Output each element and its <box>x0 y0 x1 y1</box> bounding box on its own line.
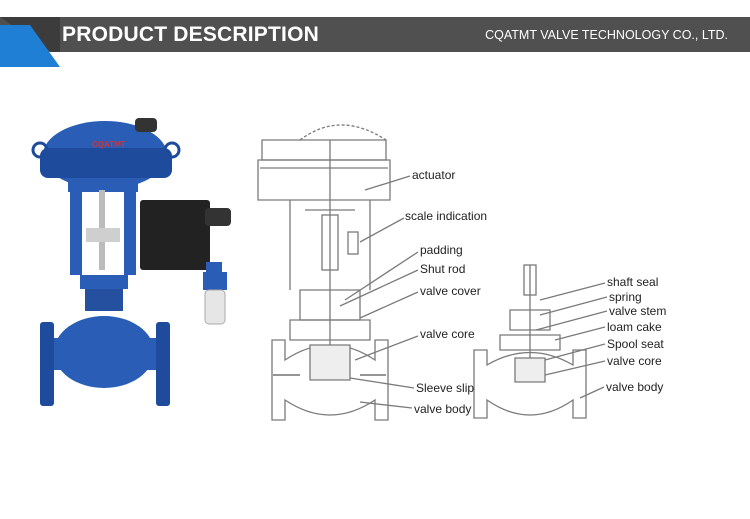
label-shaft-seal: shaft seal <box>607 275 659 289</box>
header-banner <box>0 17 750 52</box>
label-valve-stem: valve stem <box>609 304 667 318</box>
label-padding: padding <box>420 243 463 257</box>
label-spring: spring <box>609 290 642 304</box>
label-scale-indication: scale indication <box>405 209 488 223</box>
label-actuator: actuator <box>412 168 456 182</box>
company-name: CQATMT VALVE TECHNOLOGY CO., LTD. <box>485 28 728 42</box>
label-spool-seat: Spool seat <box>607 337 664 351</box>
label-valve-cover: valve cover <box>420 284 481 298</box>
label-valve-body: valve body <box>414 402 472 416</box>
label-valve-core-right: valve core <box>607 354 662 368</box>
label-sleeve-slip: Sleeve slip <box>416 381 475 395</box>
actuator-brand-text: CQATMT <box>92 140 126 149</box>
label-loam-cake: loam cake <box>607 320 662 334</box>
label-valve-core: valve core <box>420 327 475 341</box>
page-title: PRODUCT DESCRIPTION <box>62 23 319 46</box>
label-shut-rod: Shut rod <box>420 262 466 276</box>
label-valve-body-right: valve body <box>606 380 664 394</box>
